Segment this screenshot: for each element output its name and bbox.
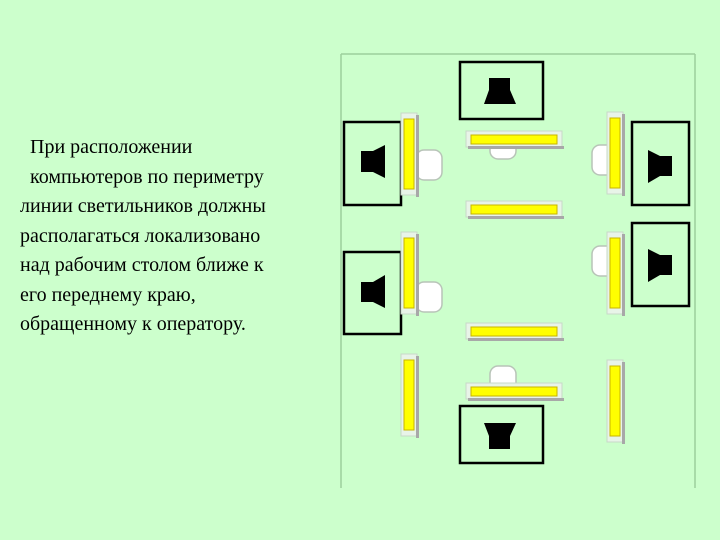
- room-outline: [340, 53, 696, 488]
- monitor-icon: [648, 150, 672, 183]
- monitor-icon: [361, 275, 385, 308]
- workstation-left-upper: [342, 120, 443, 207]
- lamp-icon: [400, 231, 420, 317]
- text-line-7: обращенному к оператору.: [20, 313, 246, 335]
- monitor-icon: [361, 145, 385, 178]
- text-line-2: компьютеров по периметру: [20, 165, 264, 188]
- text-line-4: располагаться локализовано: [20, 224, 261, 247]
- lamp-icon: [606, 231, 626, 317]
- chair-icon: [415, 281, 443, 313]
- lamp-icon: [400, 112, 420, 198]
- lamp-icon: [465, 130, 565, 150]
- monitor-icon: [484, 423, 516, 449]
- text-line-3: линии светильников должны: [20, 195, 266, 217]
- lamp-icon: [465, 322, 565, 342]
- lamp-icon: [606, 111, 626, 197]
- chair-icon: [415, 149, 443, 181]
- text-line-5: над рабочим столом ближе к: [20, 254, 264, 276]
- lamp-icon: [465, 200, 565, 220]
- workstation-left-lower: [342, 250, 443, 336]
- monitor-icon: [648, 249, 672, 282]
- workstation-bottom: [458, 365, 545, 465]
- workstation-right-upper: [591, 120, 691, 207]
- slide-text: При расположении компьютеров по периметр…: [20, 133, 326, 340]
- text-line-1: При расположении: [20, 136, 193, 158]
- lamp-icon: [400, 353, 420, 439]
- monitor-icon: [484, 78, 516, 104]
- lamp-icon: [465, 382, 565, 402]
- text-line-6: его переднему краю,: [20, 283, 196, 306]
- lamp-icon: [606, 359, 626, 445]
